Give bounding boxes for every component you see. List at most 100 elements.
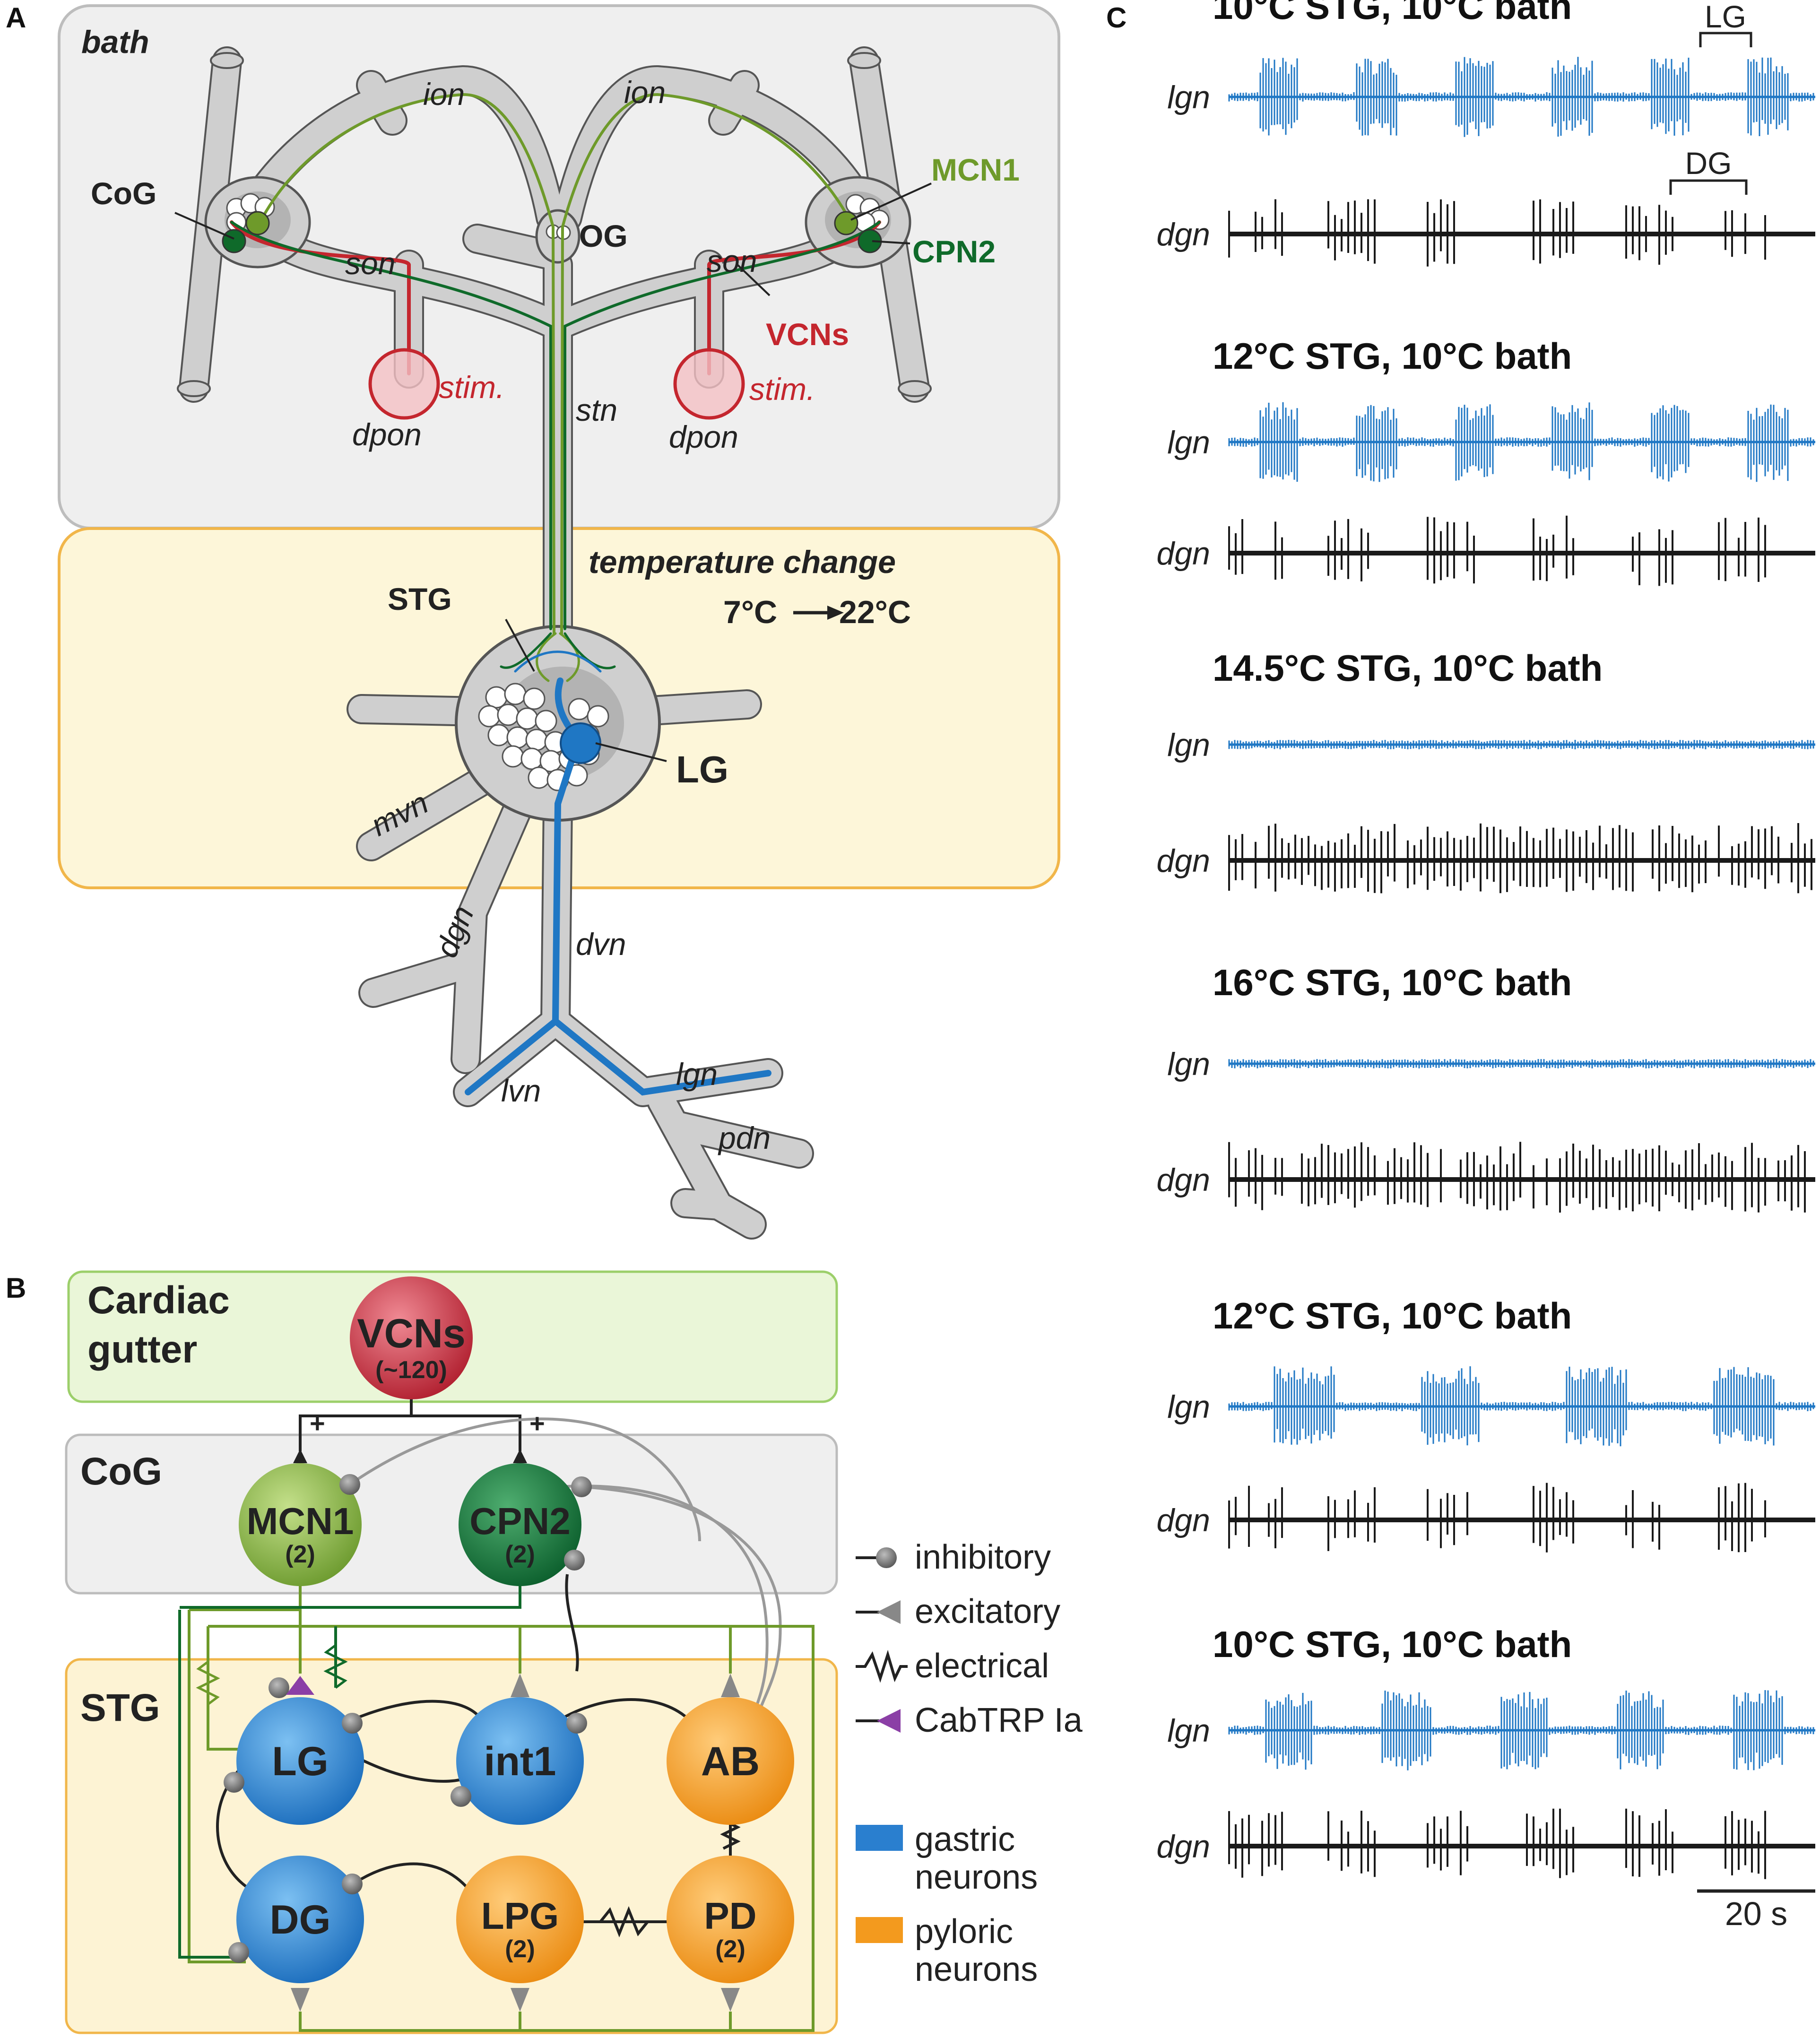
dgn-trace xyxy=(1228,1142,1806,1213)
legend-pyloric-swatch xyxy=(856,1917,903,1943)
dgn-trace-label: dgn xyxy=(1157,1829,1210,1865)
svg-text:int1: int1 xyxy=(484,1739,556,1784)
lvn-label: lvn xyxy=(501,1073,541,1108)
lgn-trace xyxy=(1228,402,1814,482)
svg-text:LPG: LPG xyxy=(481,1895,559,1937)
stn-label: stn xyxy=(576,392,617,427)
trace-condition: 10°C STG, 10°C bath lgn dgn xyxy=(1157,0,1815,267)
lg-soma xyxy=(560,722,601,764)
trace-condition: 10°C STG, 10°C bath lgn dgn xyxy=(1157,1623,1815,1879)
lgn-trace-label: lgn xyxy=(1167,1046,1210,1082)
condition-title: 12°C STG, 10°C bath xyxy=(1213,1295,1572,1336)
legend-electrical-icon xyxy=(856,1649,908,1683)
legend-pyloric-1: pyloric xyxy=(915,1913,1013,1951)
panel-b: B Cardiac gutter CoG STG xyxy=(6,1270,1083,2034)
dpon-left-label: dpon xyxy=(352,417,422,452)
node-int1: int1 xyxy=(456,1697,584,1825)
svg-text:(2): (2) xyxy=(715,1935,745,1963)
stim-ring-right xyxy=(673,348,745,420)
ion-left-label: ion xyxy=(423,77,465,112)
trace-condition: 14.5°C STG, 10°C bath lgn dgn xyxy=(1157,647,1815,894)
scale-bar: 20 s xyxy=(1697,1889,1815,1932)
svg-text:VCNs: VCNs xyxy=(357,1311,465,1356)
dgn-trace xyxy=(1228,1808,1766,1879)
legend-excitatory: excitatory xyxy=(915,1593,1060,1631)
lgn-trace-label: lgn xyxy=(1167,79,1210,115)
legend-excitatory-icon xyxy=(877,1600,901,1624)
lgn-trace xyxy=(1228,1366,1814,1447)
panel-a: A bath temperature change 7°C 22°C xyxy=(6,2,1060,1240)
synapse-markers xyxy=(224,1474,740,2012)
panel-b-letter: B xyxy=(6,1272,26,1304)
vcn-projection-left xyxy=(230,220,411,375)
condition-title: 12°C STG, 10°C bath xyxy=(1213,335,1572,377)
lgn-trace-label: lgn xyxy=(1167,1713,1210,1749)
lgn-trace xyxy=(1228,57,1814,137)
og-cells xyxy=(546,224,571,240)
plus-mcn1: + xyxy=(310,1408,325,1438)
dg-bracket-label: DG xyxy=(1685,146,1732,181)
lg-bracket: LG xyxy=(1699,0,1752,47)
panel-a-letter: A xyxy=(6,2,26,34)
trace-condition: 12°C STG, 10°C bath lgn dgn xyxy=(1157,335,1815,586)
dgn-trace xyxy=(1228,1483,1766,1553)
legend-cabtrp-icon xyxy=(877,1709,901,1733)
condition-title: 14.5°C STG, 10°C bath xyxy=(1213,647,1603,689)
svg-text:LG: LG xyxy=(272,1739,328,1784)
legend-gastric-swatch xyxy=(856,1825,903,1851)
legend-inhibitory: inhibitory xyxy=(915,1538,1051,1576)
scale-bar-label: 20 s xyxy=(1725,1895,1787,1932)
svg-text:(~120): (~120) xyxy=(375,1356,447,1384)
stim-ring-left xyxy=(368,348,440,420)
dgn-trace xyxy=(1228,199,1766,267)
svg-text:DG: DG xyxy=(270,1897,331,1943)
svg-text:PD: PD xyxy=(704,1895,756,1937)
dpon-right-label: dpon xyxy=(669,419,738,454)
temperature-label: temperature change xyxy=(589,544,896,580)
dgn-trace-label: dgn xyxy=(1157,1162,1210,1198)
dgn-trace-label: dgn xyxy=(1157,536,1210,572)
callout-lines xyxy=(174,182,932,762)
og-label: OG xyxy=(579,218,628,253)
legend-cabtrp: CabTRP Ia xyxy=(915,1701,1083,1739)
lgn-label-a: lgn xyxy=(676,1057,718,1092)
pdn-label: pdn xyxy=(718,1120,771,1155)
lgn-trace-label: lgn xyxy=(1167,727,1210,763)
son-left-label: son xyxy=(345,246,395,281)
temp-arrow-head xyxy=(827,606,844,620)
svg-text:(2): (2) xyxy=(285,1541,315,1568)
lg-bracket-label: LG xyxy=(1705,0,1746,34)
node-mcn1: MCN1 (2) xyxy=(239,1463,362,1586)
legend-pyloric-2: neurons xyxy=(915,1951,1038,1988)
node-ab: AB xyxy=(667,1697,794,1825)
dgn-trace-label: dgn xyxy=(1157,217,1210,252)
condition-title: 10°C STG, 10°C bath xyxy=(1213,1623,1572,1665)
ion-right-label: ion xyxy=(624,75,666,110)
stim-right-label: stim. xyxy=(749,372,815,407)
condition-title: 10°C STG, 10°C bath xyxy=(1213,0,1572,27)
dgn-trace xyxy=(1228,515,1766,586)
cardiac-label-1: Cardiac xyxy=(87,1279,230,1322)
dgn-trace-label: dgn xyxy=(1157,843,1210,879)
son-right-label: son xyxy=(707,243,757,278)
cog-region xyxy=(65,1433,838,1595)
lgn-trace-label: lgn xyxy=(1167,425,1210,460)
panel-c-letter: C xyxy=(1106,2,1127,34)
condition-title: 16°C STG, 10°C bath xyxy=(1213,962,1572,1003)
node-lpg: LPG (2) xyxy=(456,1856,584,1983)
svg-text:MCN1: MCN1 xyxy=(247,1500,354,1542)
mcn1-soma-right xyxy=(834,211,858,235)
legend-gastric-1: gastric xyxy=(915,1821,1015,1858)
svg-text:(2): (2) xyxy=(505,1541,535,1568)
cpn2-soma-left xyxy=(222,229,246,253)
node-pd: PD (2) xyxy=(667,1856,794,1983)
cpn2-label: CPN2 xyxy=(912,234,996,269)
dvn-label: dvn xyxy=(576,927,626,962)
cog-region-label: CoG xyxy=(80,1450,162,1493)
legend-inhibitory-icon xyxy=(876,1547,897,1568)
trace-condition: 16°C STG, 10°C bath lgn dgn xyxy=(1157,962,1815,1213)
node-vcns: VCNs (~120) xyxy=(350,1276,473,1399)
lg-label-a: LG xyxy=(676,748,728,790)
